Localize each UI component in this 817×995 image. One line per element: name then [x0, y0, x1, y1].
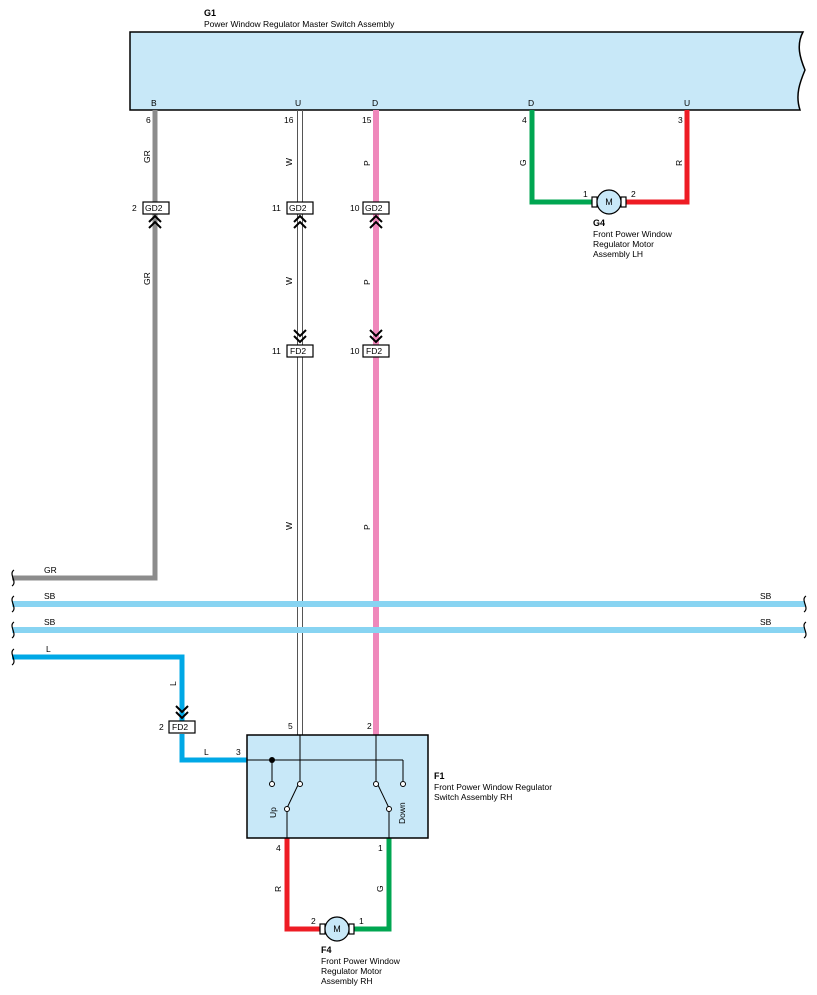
- label-p-2: P: [362, 279, 372, 285]
- cut-marks-left: [11, 569, 15, 666]
- connector-gd2-w-label: GD2: [289, 203, 307, 213]
- wire-gr: [12, 110, 158, 581]
- wire-g-g4: [529, 110, 592, 205]
- f1-name-line1: Front Power Window Regulator: [434, 782, 552, 792]
- label-p-3: P: [362, 524, 372, 530]
- f1-down-label: Down: [397, 802, 407, 824]
- g4-name-line1: Front Power Window: [593, 229, 673, 239]
- label-sb-2-left: SB: [44, 617, 56, 627]
- pin-fd2-11: 11: [272, 346, 281, 356]
- label-w-3: W: [284, 522, 294, 530]
- pin-g1-6: 6: [146, 115, 151, 125]
- f4-name-line2: Regulator Motor: [321, 966, 382, 976]
- label-l-f1: L: [204, 747, 209, 757]
- pin-g1-16: 16: [284, 115, 294, 125]
- f4-name-line3: Assembly RH: [321, 976, 372, 986]
- label-l-vertical: L: [168, 681, 178, 686]
- pin-fd2-10: 10: [350, 346, 360, 356]
- g1-id: G1: [204, 8, 216, 18]
- connector-arrow-down: [369, 329, 383, 344]
- pin-f4-2: 2: [311, 916, 316, 926]
- connector-fd2-l-label: FD2: [172, 722, 188, 732]
- pin-g4-2: 2: [631, 189, 636, 199]
- pin-gd2-10: 10: [350, 203, 360, 213]
- connector-fd2-p: FD2: [362, 329, 390, 358]
- connector-arrow-up: [148, 214, 162, 229]
- g4-name-line3: Assembly LH: [593, 249, 643, 259]
- f1-up-label: Up: [268, 807, 278, 818]
- f1-junction-dot: [269, 757, 275, 763]
- f1-component-box: [246, 734, 429, 839]
- cut-marks-right: [803, 595, 807, 639]
- wire-l-lower: [179, 734, 247, 763]
- connector-gd2-w: GD2: [286, 201, 314, 229]
- wire-l-upper: [12, 654, 185, 722]
- connector-arrow-up: [293, 214, 307, 229]
- g1-pin-u-label: U: [295, 98, 301, 108]
- pin-g1-3: 3: [678, 115, 683, 125]
- connector-fd2-w: FD2: [286, 329, 314, 358]
- pin-f1-3: 3: [236, 747, 241, 757]
- connector-fd2-w-label: FD2: [290, 346, 306, 356]
- pin-g4-1: 1: [583, 189, 588, 199]
- label-gr-horizontal: GR: [44, 565, 57, 575]
- label-g-g4: G: [518, 159, 528, 166]
- connector-arrow-down: [293, 329, 307, 344]
- pin-f1-2: 2: [367, 721, 372, 731]
- connector-gd2-p-label: GD2: [365, 203, 383, 213]
- pin-f1-5: 5: [288, 721, 293, 731]
- g4-id: G4: [593, 218, 605, 228]
- f1-name-line2: Switch Assembly RH: [434, 792, 512, 802]
- label-gr-1: GR: [142, 150, 152, 163]
- label-gr-2: GR: [142, 272, 152, 285]
- f1-id: F1: [434, 771, 445, 781]
- label-sb-1-right: SB: [760, 591, 772, 601]
- g4-motor-symbol: M: [605, 197, 613, 207]
- connector-gd2-gr: GD2: [142, 201, 170, 229]
- g4-name-line2: Regulator Motor: [593, 239, 654, 249]
- pin-gd2-11: 11: [272, 203, 281, 213]
- g1-component-box: [129, 31, 806, 111]
- g1-name: Power Window Regulator Master Switch Ass…: [204, 19, 395, 29]
- label-r-f4: R: [273, 886, 283, 892]
- pin-gd2-2: 2: [132, 203, 137, 213]
- f4-id: F4: [321, 945, 332, 955]
- f4-name-line1: Front Power Window: [321, 956, 401, 966]
- connector-arrow-down: [175, 705, 189, 720]
- pin-f1-1: 1: [378, 843, 383, 853]
- label-w-2: W: [284, 277, 294, 285]
- label-l-horizontal: L: [46, 644, 51, 654]
- connector-gd2-gr-label: GD2: [145, 203, 163, 213]
- connector-fd2-p-label: FD2: [366, 346, 382, 356]
- label-p-1: P: [362, 160, 372, 166]
- connector-fd2-l: FD2: [168, 705, 196, 734]
- label-g-f4: G: [375, 885, 385, 892]
- label-sb-1-left: SB: [44, 591, 56, 601]
- g4-motor: M: [591, 189, 627, 215]
- label-sb-2-right: SB: [760, 617, 772, 627]
- wire-r-f4: [284, 838, 322, 932]
- pin-g1-4: 4: [522, 115, 527, 125]
- pin-f1-4: 4: [276, 843, 281, 853]
- f4-motor: M: [319, 916, 355, 942]
- wire-r-g4: [626, 110, 690, 205]
- connector-arrow-up: [369, 214, 383, 229]
- connector-gd2-p: GD2: [362, 201, 390, 229]
- f4-motor-symbol: M: [333, 924, 341, 934]
- g1-pin-d-label: D: [372, 98, 378, 108]
- label-w-1: W: [284, 158, 294, 166]
- pin-g1-15: 15: [362, 115, 372, 125]
- g1-pin-u2-label: U: [684, 98, 690, 108]
- wire-g-f4: [352, 838, 392, 932]
- label-r-g4: R: [674, 160, 684, 166]
- g1-pin-b-label: B: [151, 98, 157, 108]
- g1-pin-d2-label: D: [528, 98, 534, 108]
- pin-fd2-2: 2: [159, 722, 164, 732]
- f1-switch-contacts: [269, 781, 406, 812]
- pin-f4-1: 1: [359, 916, 364, 926]
